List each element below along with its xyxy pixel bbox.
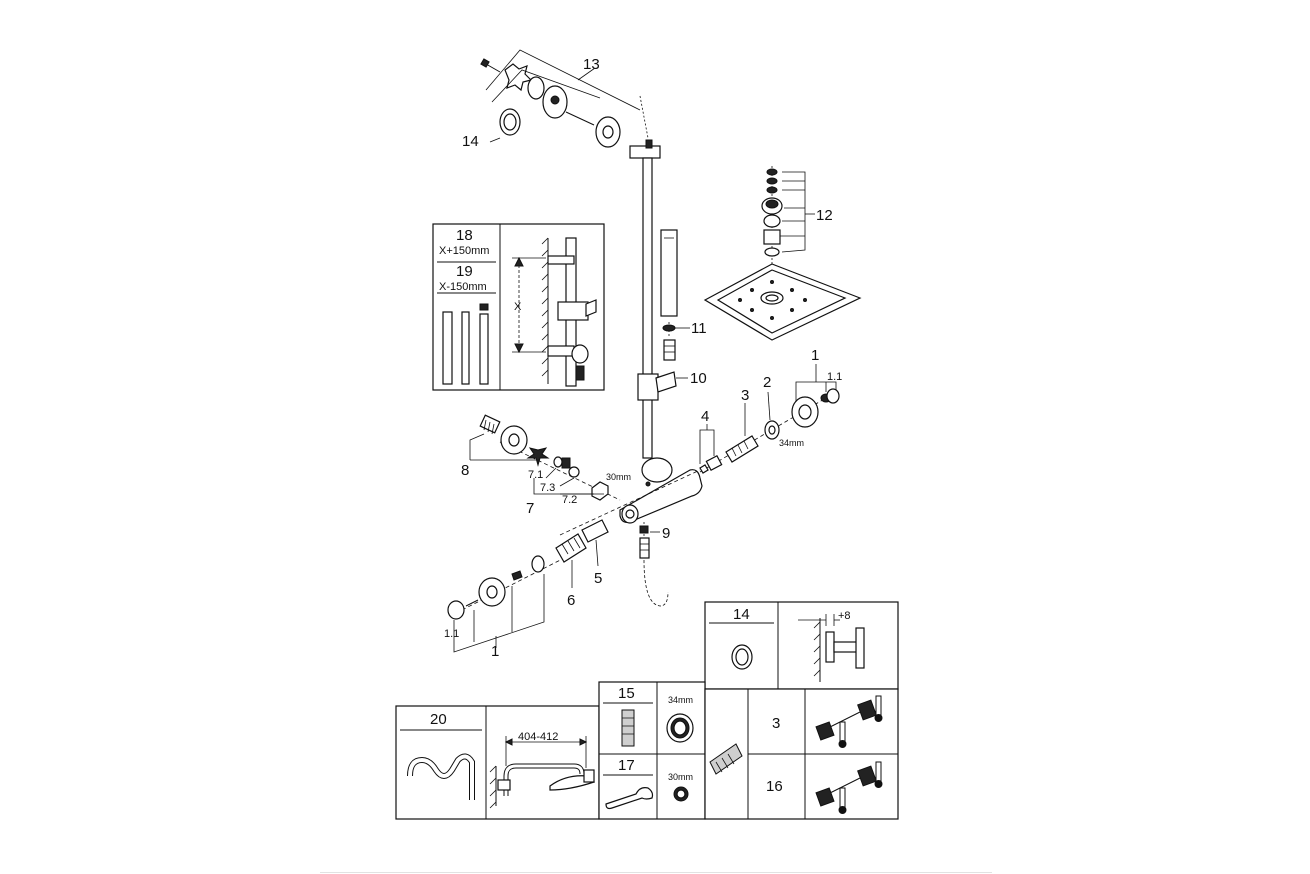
inset-label-18: 18 — [456, 227, 473, 244]
callout-2: 2 — [763, 374, 771, 391]
panel-15-label: 15 — [618, 685, 635, 702]
callout-7-1: 7.1 — [528, 469, 543, 481]
panel-15-dim: 34mm — [668, 695, 693, 705]
footer-divider — [320, 872, 992, 873]
left-handle-group — [447, 519, 609, 653]
inset-x-label: X — [514, 301, 522, 313]
callout-6: 6 — [567, 592, 575, 609]
riser-rail — [629, 64, 780, 459]
inset-dim-19: X-150mm — [439, 281, 487, 293]
callout-7-3: 7.3 — [540, 482, 555, 494]
dim-34mm: 34mm — [779, 438, 804, 448]
callout-3: 3 — [741, 387, 749, 404]
panel-thermo — [704, 688, 899, 820]
panel-20-dim: 404-412 — [518, 731, 558, 743]
panel-14-offset: +8 — [838, 610, 851, 622]
callout-12: 12 — [816, 207, 833, 224]
rail-length-inset — [432, 223, 605, 391]
panel-14-label: 14 — [733, 606, 750, 623]
left-mid-group — [469, 414, 609, 501]
callout-5: 5 — [594, 570, 602, 587]
callout-1-1-top: 1.1 — [827, 371, 842, 383]
callout-8: 8 — [461, 462, 469, 479]
panel-thermo-row-16: 16 — [766, 778, 783, 795]
panel-20-label: 20 — [430, 711, 447, 728]
panel-15-17 — [598, 681, 706, 820]
callout-9: 9 — [662, 525, 670, 542]
wall-bracket-group — [480, 49, 641, 148]
callout-4: 4 — [701, 408, 709, 425]
right-handle-group — [699, 364, 840, 474]
head-shower — [703, 166, 862, 341]
inset-dim-18: X+150mm — [439, 245, 489, 257]
callout-13: 13 — [583, 56, 600, 73]
panel-20 — [395, 705, 600, 820]
callout-14: 14 — [462, 133, 479, 150]
panel-14 — [704, 601, 899, 690]
panel-thermo-row-3: 3 — [772, 715, 780, 732]
dim-30mm: 30mm — [606, 472, 631, 482]
callout-1-top: 1 — [811, 347, 819, 364]
callout-1-1-bottom: 1.1 — [444, 628, 459, 640]
callout-11: 11 — [691, 320, 707, 337]
panel-17-label: 17 — [618, 757, 635, 774]
callout-10: 10 — [690, 370, 707, 387]
callout-7-2: 7.2 — [562, 494, 577, 506]
callout-7: 7 — [526, 500, 534, 517]
panel-17-dim: 30mm — [668, 772, 693, 782]
callout-1-bottom: 1 — [491, 643, 499, 660]
inset-label-19: 19 — [456, 263, 473, 280]
